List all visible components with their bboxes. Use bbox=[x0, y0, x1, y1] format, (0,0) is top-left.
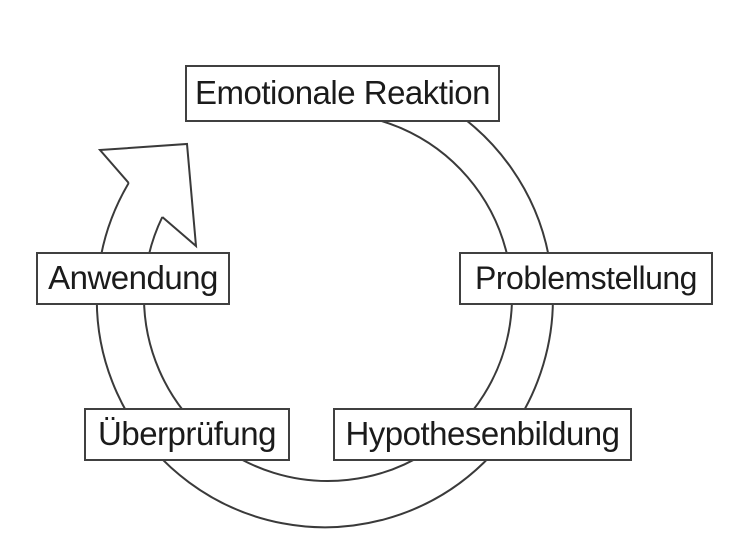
cycle-arrowhead bbox=[97, 142, 198, 249]
node-problemstellung-label: Problemstellung bbox=[475, 259, 697, 296]
node-problemstellung: Problemstellung bbox=[459, 252, 713, 305]
node-hypothesenbildung: Hypothesenbildung bbox=[333, 408, 632, 461]
node-ueberpruefung: Überprüfung bbox=[84, 408, 290, 461]
node-emotionale-reaktion-label: Emotionale Reaktion bbox=[194, 74, 491, 111]
node-emotionale-reaktion: Emotionale Reaktion bbox=[185, 65, 500, 122]
node-hypothesenbildung-label: Hypothesenbildung bbox=[345, 415, 620, 452]
node-anwendung-label: Anwendung bbox=[48, 259, 218, 296]
node-ueberpruefung-label: Überprüfung bbox=[98, 415, 276, 452]
node-anwendung: Anwendung bbox=[36, 252, 230, 305]
